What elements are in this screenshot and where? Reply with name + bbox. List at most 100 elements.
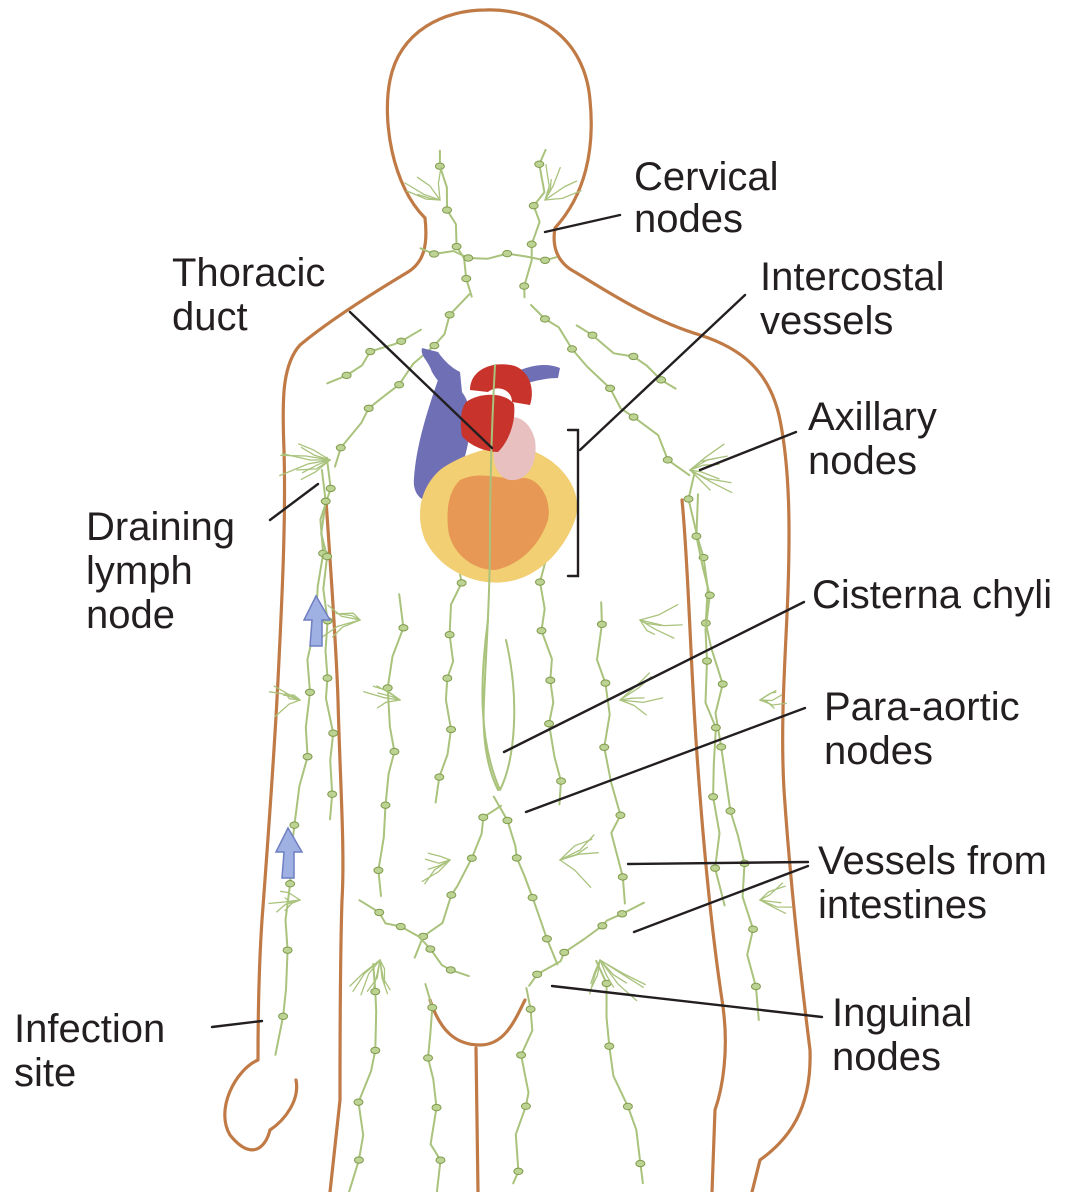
lymph-node xyxy=(541,257,550,263)
lymph-node xyxy=(396,923,405,929)
lymph-node xyxy=(479,814,488,820)
cervical-chain-left xyxy=(440,151,472,297)
lymph-node xyxy=(520,283,529,289)
cervical-label-line-2: nodes xyxy=(634,197,743,241)
intercostal-leader xyxy=(580,295,745,450)
lymph-node xyxy=(537,627,546,633)
lymph-node xyxy=(684,496,693,502)
lymph-node xyxy=(321,498,330,504)
lymph-node xyxy=(557,778,566,784)
lymph-node xyxy=(663,457,672,463)
lymph-node xyxy=(435,774,444,780)
lymph-capillary xyxy=(281,891,300,900)
lymph-node xyxy=(535,161,544,167)
lymph-node xyxy=(467,855,476,861)
lymph-node xyxy=(329,730,338,736)
lymph-node xyxy=(629,414,638,420)
lymph-node xyxy=(395,382,404,388)
cervical-leader xyxy=(545,215,620,232)
lymph-node xyxy=(600,744,609,750)
lymph-node xyxy=(692,533,701,539)
torso-outer-left xyxy=(378,594,403,896)
lymph-node xyxy=(279,1013,288,1019)
cervical-label-line-1: Cervical xyxy=(634,155,778,199)
thoracic-label-line-2: duct xyxy=(172,295,248,339)
axillary-label-line-1: Axillary xyxy=(808,395,937,439)
lymph-node xyxy=(618,874,627,880)
torso-outer-right xyxy=(597,602,625,903)
thoracic-leader xyxy=(350,312,492,448)
lymph-capillary xyxy=(560,835,594,860)
lymph-node xyxy=(514,1168,523,1174)
lymph-node xyxy=(447,892,456,898)
lymph-node xyxy=(616,812,625,818)
left-arm-inner-outline xyxy=(326,500,343,1192)
lymph-node xyxy=(601,680,610,686)
draining-label-line-1: Draining xyxy=(86,505,235,549)
lymph-node xyxy=(597,621,606,627)
lymph-node xyxy=(432,1104,441,1110)
lymph-node xyxy=(726,808,735,814)
lymph-flow-arrow xyxy=(276,828,302,878)
lymph-node xyxy=(435,163,444,169)
paraaortic-label-line-2: nodes xyxy=(824,729,933,773)
lymph-capillary xyxy=(560,860,591,887)
paraaortic-leader xyxy=(526,708,805,812)
lymph-node xyxy=(527,241,536,247)
lymph-node xyxy=(718,681,727,687)
lymph-node xyxy=(605,1043,614,1049)
intestines-leader-2 xyxy=(634,866,808,932)
lymph-node xyxy=(529,202,538,208)
inguinal-label-line-1: Inguinal xyxy=(832,991,972,1035)
lymph-node xyxy=(426,946,435,952)
lymph-node xyxy=(462,275,471,281)
lymph-node xyxy=(397,338,406,344)
lymph-node xyxy=(286,881,295,887)
thoracic-label-line-1: Thoracic xyxy=(172,251,325,295)
lymph-node xyxy=(512,855,521,861)
lymph-node xyxy=(446,967,455,973)
lymph-node xyxy=(443,207,452,213)
lymph-node xyxy=(749,926,758,932)
cervical-chain-right xyxy=(524,150,545,297)
left-hand-outline xyxy=(270,1080,297,1130)
lymph-node xyxy=(560,949,569,955)
lymph-node xyxy=(705,592,714,598)
lymph-node xyxy=(464,255,473,261)
lymph-node xyxy=(430,251,439,257)
lymph-node xyxy=(606,385,615,391)
lymph-capillary xyxy=(640,605,678,620)
lymph-node xyxy=(445,631,454,637)
lymph-node xyxy=(364,405,373,411)
lymph-node xyxy=(328,791,337,797)
lymph-node xyxy=(629,353,638,359)
draining-label-line-3: node xyxy=(86,593,175,637)
infection-label-line-2: site xyxy=(14,1051,76,1095)
lymph-node xyxy=(542,936,551,942)
intercostal-label-line-1: Intercostal xyxy=(760,255,945,299)
lymph-node xyxy=(526,1006,535,1012)
draining-leader xyxy=(270,484,318,520)
lymph-node xyxy=(452,243,461,249)
lymph-node xyxy=(623,1103,632,1109)
intestines-leader-1 xyxy=(628,862,808,864)
neck-cross-chain xyxy=(421,248,557,260)
lymph-node xyxy=(533,971,542,977)
lymph-node xyxy=(536,579,545,585)
infection-leader xyxy=(212,1021,262,1027)
left-upper-chain xyxy=(327,330,421,384)
infection-label-line-1: Infection xyxy=(14,1007,165,1051)
lymph-node xyxy=(366,348,375,354)
intercostal-label-line-2: vessels xyxy=(760,299,893,343)
lymph-capillary xyxy=(333,620,360,637)
lymph-node xyxy=(503,817,512,823)
lymph-node xyxy=(447,726,456,732)
lymph-node xyxy=(371,1047,380,1053)
lymph-capillary xyxy=(428,853,450,860)
lymph-node xyxy=(303,753,312,759)
lymph-node xyxy=(323,553,332,559)
lymph-node xyxy=(545,720,554,726)
lymph-capillary xyxy=(275,700,300,716)
lymph-node xyxy=(374,867,383,873)
